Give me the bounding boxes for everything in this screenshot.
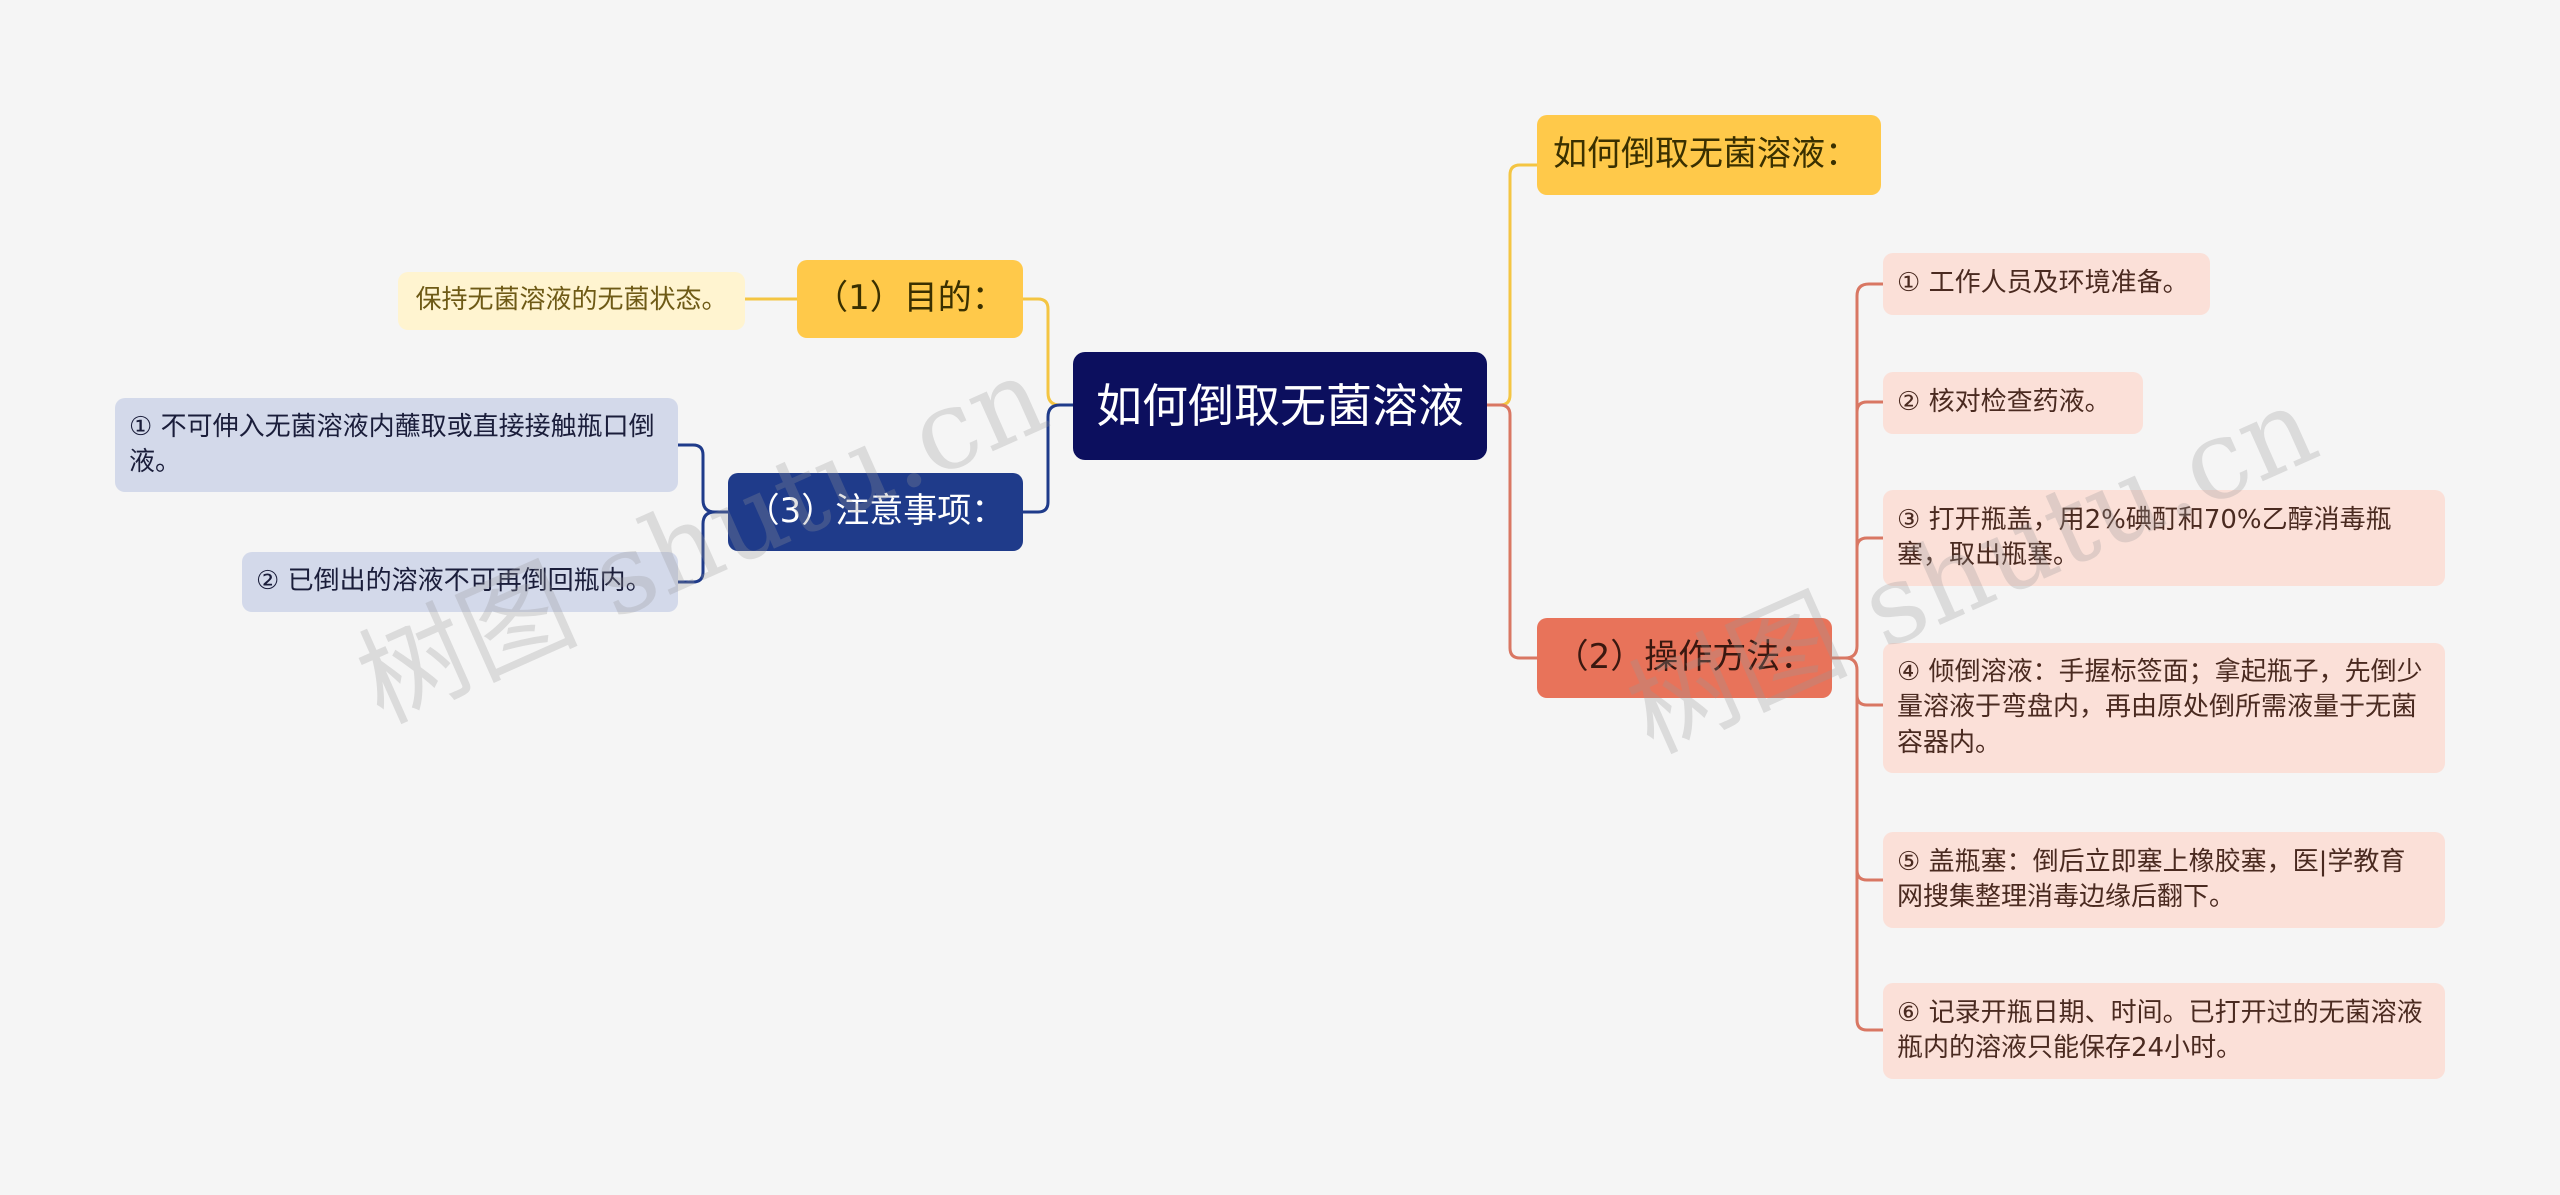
root-label: 如何倒取无菌溶液 <box>1096 378 1464 433</box>
connector-method-leaf-2 <box>1855 400 1883 413</box>
branch-purpose[interactable]: （1）目的： <box>797 260 1023 338</box>
connector-notes-leaf-1 <box>678 443 728 514</box>
branch-method[interactable]: （2）操作方法： <box>1537 618 1832 698</box>
method-leaf-4-text: ④ 倾倒溶液：手握标签面；拿起瓶子，先倒少量溶液于弯盘内，再由原处倒所需液量于无… <box>1897 657 2423 758</box>
connector-method-leaf-3 <box>1855 536 1883 549</box>
purpose-leaf-1-text: 保持无菌溶液的无菌状态。 <box>415 285 728 316</box>
connector-notes-leaf-2 <box>678 510 728 584</box>
branch-notes-label: （3）注意事项： <box>745 491 1006 532</box>
connector-root-notes <box>1023 403 1073 514</box>
purpose-leaf-1[interactable]: 保持无菌溶液的无菌状态。 <box>398 272 745 330</box>
branch-notes[interactable]: （3）注意事项： <box>728 473 1023 551</box>
connector-method-leaf-1 <box>1844 282 1883 660</box>
method-leaf-6[interactable]: ⑥ 记录开瓶日期、时间。已打开过的无菌溶液瓶内的溶液只能保存24小时。 <box>1883 983 2445 1079</box>
method-leaf-3-text: ③ 打开瓶盖，用2%碘酊和70%乙醇消毒瓶塞，取出瓶塞。 <box>1897 504 2392 570</box>
connector-method-leaf-6 <box>1855 870 1883 1032</box>
notes-leaf-2[interactable]: ② 已倒出的溶液不可再倒回瓶内。 <box>242 552 678 612</box>
method-leaf-4[interactable]: ④ 倾倒溶液：手握标签面；拿起瓶子，先倒少量溶液于弯盘内，再由原处倒所需液量于无… <box>1883 643 2445 773</box>
connector-root-how-to <box>1487 163 1537 407</box>
method-leaf-1-text: ① 工作人员及环境准备。 <box>1897 268 2189 299</box>
branch-method-label: （2）操作方法： <box>1554 637 1815 678</box>
method-leaf-5-text: ⑤ 盖瓶塞：倒后立即塞上橡胶塞，医|学教育网搜集整理消毒边缘后翻下。 <box>1897 846 2406 912</box>
method-leaf-1[interactable]: ① 工作人员及环境准备。 <box>1883 253 2210 315</box>
method-leaf-3[interactable]: ③ 打开瓶盖，用2%碘酊和70%乙醇消毒瓶塞，取出瓶塞。 <box>1883 490 2445 586</box>
method-leaf-5[interactable]: ⑤ 盖瓶塞：倒后立即塞上橡胶塞，医|学教育网搜集整理消毒边缘后翻下。 <box>1883 832 2445 928</box>
branch-how-to[interactable]: 如何倒取无菌溶液： <box>1537 115 1881 195</box>
connector-method-leaf-4 <box>1855 694 1883 707</box>
method-leaf-2-text: ② 核对检查药液。 <box>1897 387 2111 418</box>
notes-leaf-2-text: ② 已倒出的溶液不可再倒回瓶内。 <box>256 566 652 597</box>
notes-leaf-1-text: ① 不可伸入无菌溶液内蘸取或直接接触瓶口倒液。 <box>129 411 655 477</box>
connector-root-method <box>1487 403 1537 660</box>
branch-how-to-label: 如何倒取无菌溶液： <box>1553 134 1859 175</box>
root-node[interactable]: 如何倒取无菌溶液 <box>1073 352 1487 460</box>
notes-leaf-1[interactable]: ① 不可伸入无菌溶液内蘸取或直接接触瓶口倒液。 <box>115 398 678 492</box>
connector-method-leaf-5 <box>1844 656 1883 882</box>
method-leaf-2[interactable]: ② 核对检查药液。 <box>1883 372 2143 434</box>
method-leaf-6-text: ⑥ 记录开瓶日期、时间。已打开过的无菌溶液瓶内的溶液只能保存24小时。 <box>1897 997 2423 1063</box>
connector-root-purpose <box>1023 297 1073 407</box>
branch-purpose-label: （1）目的： <box>814 278 1006 319</box>
